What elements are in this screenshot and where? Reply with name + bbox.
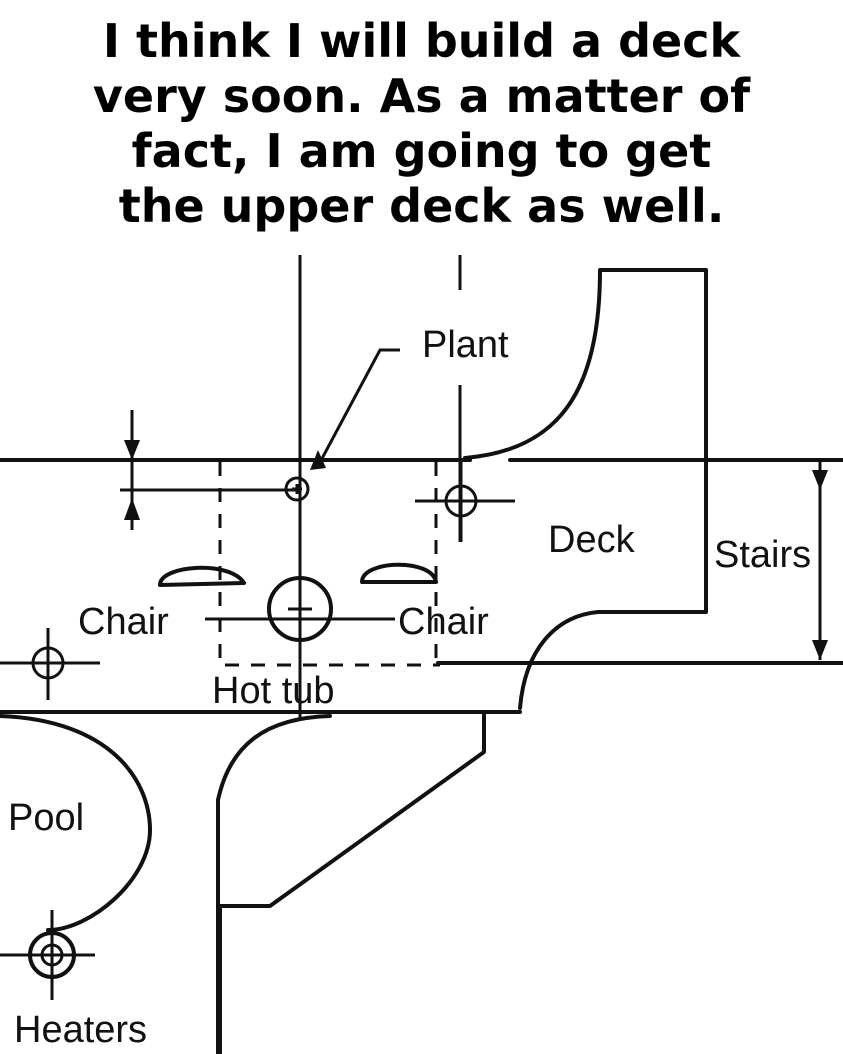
label-plant: Plant [422,324,509,366]
label-deck: Deck [548,519,636,561]
left-light-icon [0,628,100,700]
caption-line-1: I think I will build a deck [102,14,741,68]
stairs-arrow-up [812,470,828,490]
label-stairs: Stairs [714,534,811,576]
pool-outline [0,714,152,932]
hot-tub-area [218,462,440,667]
chair-left-icon [158,565,246,587]
label-chair-left: Chair [78,601,169,643]
dim-arrow-up [124,440,140,460]
caption-line-4: the upper deck as well. [118,179,725,233]
label-hot-tub: Hot tub [212,670,335,712]
plant-arrow-head [310,450,326,470]
caption-line-3: fact, I am going to get [131,124,712,178]
plant-fixture-icon [284,476,310,502]
deck-light-icon [415,462,515,542]
chair-right-icon [360,562,438,584]
label-chair-right: Chair [398,601,489,643]
hot-tub-icon [205,576,395,642]
lower-deck-outline [216,713,486,1054]
plant-leader [316,348,400,467]
label-heaters: Heaters [14,1009,147,1051]
upper-deck-outline [463,268,708,710]
stairs-arrow-down [812,640,828,660]
dim-arrow-down [124,498,140,520]
heater-icon [0,910,95,1000]
caption-line-2: very soon. As a matter of [92,69,751,123]
meme-caption: I think I will build a deck very soon. A… [0,14,843,234]
label-pool: Pool [8,797,84,839]
